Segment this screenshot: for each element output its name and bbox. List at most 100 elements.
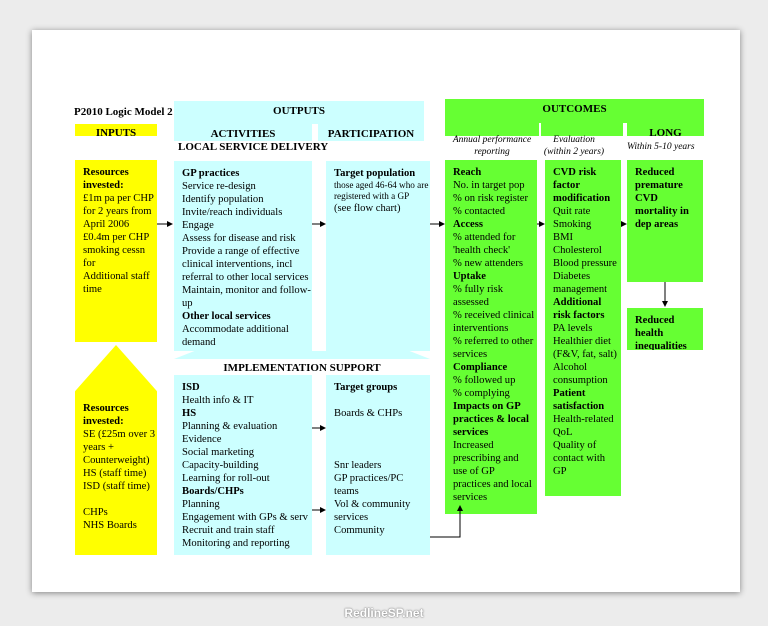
reach-line: % complying: [453, 388, 510, 399]
gp-practices-line: Invite/reach individuals: [182, 207, 283, 218]
cvd-line: factor: [553, 180, 581, 191]
reach-line: Uptake: [453, 271, 486, 282]
arrow-groups-to-reach: [430, 505, 463, 538]
reach-line: % on risk register: [453, 193, 529, 204]
reach-line: Compliance: [453, 362, 508, 373]
reach-line: Impacts on GP: [453, 401, 521, 412]
header-divider: [312, 124, 318, 141]
cvd-line: consumption: [553, 375, 608, 386]
resources-2-line: CHPs: [83, 507, 108, 518]
target-groups-line: Snr leaders: [334, 460, 382, 471]
reach-line: interventions: [453, 323, 509, 334]
gp-practices-line: Provide a range of effective: [182, 246, 300, 257]
target-population-line: those aged 46-64 who are: [334, 180, 429, 190]
target-groups-line: Boards & CHPs: [334, 408, 403, 419]
implementation-support-heading: IMPLEMENTATION SUPPORT: [223, 362, 381, 374]
resources-1-line: smoking cessn: [83, 245, 146, 256]
reach-line: % received clinical: [453, 310, 535, 321]
cvd-line: PA levels: [553, 323, 593, 334]
cvd-line: Patient: [553, 388, 586, 399]
diagram-title: P2010 Logic Model 2: [74, 106, 173, 118]
cvd-line: Cholesterol: [553, 245, 602, 256]
cvd-line: Alcohol: [553, 362, 588, 373]
annual-label-line-1: Annual performance: [452, 135, 532, 145]
reach-line: % referred to other: [453, 336, 534, 347]
implementation-line: Capacity-building: [182, 460, 259, 471]
cvd-line: Quality of: [553, 440, 597, 451]
target-population-line: (see flow chart): [334, 203, 401, 214]
implementation-line: Recruit and train staff: [182, 525, 275, 536]
cvd-line: GP: [553, 466, 567, 477]
resources-box-bottom: [75, 345, 157, 555]
resources-2-line: Resources: [83, 403, 129, 414]
gp-practices-line: up: [182, 298, 193, 309]
long-1-line: CVD: [635, 193, 658, 204]
long-2-line: health: [635, 328, 664, 339]
cvd-line: risk factors: [553, 310, 605, 321]
evaluation-label: Evaluation (within 2 years): [541, 134, 607, 158]
reach-line: % fully risk: [453, 284, 504, 295]
cvd-line: (F&V, fat, salt): [553, 349, 617, 360]
reach-line: % contacted: [453, 206, 506, 217]
reach-line: Increased: [453, 440, 494, 451]
cvd-line: Healthier diet: [553, 336, 611, 347]
cvd-line: contact with: [553, 453, 606, 464]
resources-2-line: invested:: [83, 416, 124, 427]
outcomes-header: OUTCOMES: [445, 99, 704, 123]
evaluation-label-line-2: (within 2 years): [543, 147, 605, 157]
long-2-line: inequalities: [635, 341, 687, 350]
implementation-line: Engagement with GPs & serv: [182, 512, 308, 523]
reach-line: % attended for: [453, 232, 516, 243]
long-1-line: Reduced: [635, 167, 675, 178]
resources-1-line: for: [83, 258, 96, 269]
resources-1-line: for 2 years from: [83, 206, 152, 217]
resources-2-line: ISD (staff time): [83, 481, 150, 492]
outputs-header: OUTPUTS: [174, 101, 424, 141]
annual-reporting-label: Annual performance reporting: [445, 134, 539, 158]
cvd-line: modification: [553, 193, 611, 204]
implementation-line: Evidence: [182, 434, 222, 445]
resources-1-line: April 2006: [83, 219, 130, 230]
target-groups-line: Community: [334, 525, 385, 536]
outcomes-band-1: [445, 123, 539, 136]
cvd-line: Blood pressure: [553, 258, 617, 269]
gp-practices-line: demand: [182, 337, 216, 348]
gp-practices-line: Service re-design: [182, 181, 256, 192]
gp-practices-line: Identify population: [182, 194, 264, 205]
resources-2-line: HS (staff time): [83, 468, 147, 479]
gp-practices-line: Engage: [182, 220, 214, 231]
resources-1-line: Additional staff: [83, 271, 150, 282]
resources-1-line: £1m pa per CHP: [83, 193, 154, 204]
cvd-line: Health-related: [553, 414, 614, 425]
target-groups-line: teams: [334, 486, 359, 497]
long-1-line: premature: [635, 180, 683, 191]
gp-practices-line: Maintain, monitor and follow-: [182, 285, 311, 296]
gp-practices-line: clinical interventions, incl: [182, 259, 293, 270]
reach-line: prescribing and: [453, 453, 519, 464]
long-term-label: Within 5-10 years: [627, 142, 695, 152]
annual-label-line-2: reporting: [474, 147, 510, 157]
resources-1-line: £0.4m per CHP: [83, 232, 150, 243]
inputs-header: INPUTS: [75, 124, 157, 136]
reach-line: practices & local: [453, 414, 529, 425]
reach-line: % new attenders: [453, 258, 524, 269]
cvd-line: Additional: [553, 297, 602, 308]
long-1-line: mortality in: [635, 206, 689, 217]
implementation-arrow-cap: [174, 351, 430, 359]
resources-1-line: invested:: [83, 180, 124, 191]
target-groups-line: services: [334, 512, 369, 523]
long-1-line: dep areas: [635, 219, 679, 230]
resources-1-line: time: [83, 284, 102, 295]
watermark: RedlineSP.net: [344, 606, 424, 620]
